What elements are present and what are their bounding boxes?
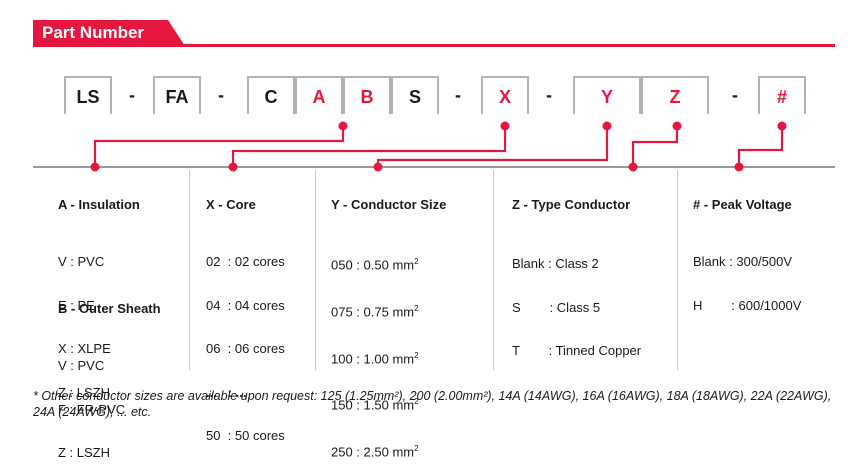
- wire-hash-bottom-dot: [734, 162, 744, 172]
- core-list: 02 : 02 cores 04 : 04 cores 06 : 06 core…: [206, 226, 285, 458]
- code-box-ls: LS: [64, 76, 112, 114]
- conductor-size-heading: Y - Conductor Size: [331, 197, 447, 212]
- list-item: 04 : 04 cores: [206, 297, 285, 313]
- list-item-text: 150 : 1.50 mm: [331, 397, 415, 413]
- list-item: 075 : 0.75 mm2: [331, 302, 419, 320]
- list-item-text: 075 : 0.75 mm: [331, 304, 415, 320]
- insulation-list: V : PVC E : PE X : XLPE Z : LSZH: [58, 226, 111, 415]
- code-dash: -: [546, 85, 552, 105]
- list-item-text: 250 : 2.50 mm: [331, 444, 415, 460]
- type-conductor-heading: Z - Type Conductor: [512, 197, 631, 212]
- peak-voltage-heading: # - Peak Voltage: [693, 197, 792, 212]
- code-box-hash: #: [758, 76, 806, 114]
- list-item: E : PE: [58, 297, 95, 313]
- unit-superscript: 2: [414, 303, 419, 313]
- list-item: F : FR-PVC: [58, 401, 126, 417]
- wire-x-top-dot: [500, 121, 510, 131]
- column-divider: [677, 170, 678, 370]
- column-divider: [189, 170, 190, 370]
- wire-a-bottom-dot: [90, 162, 100, 172]
- unit-superscript: 2: [414, 444, 419, 454]
- code-dash: -: [129, 85, 135, 105]
- code-box-z: Z: [641, 76, 709, 114]
- part-number-tab: Part Number: [33, 20, 185, 46]
- code-box-b: B: [343, 76, 391, 114]
- footnote: * Other conductor sizes are available up…: [33, 389, 832, 419]
- list-item: V : PVC: [58, 358, 105, 373]
- baseline-rule: [33, 166, 835, 168]
- unit-superscript: 2: [414, 257, 419, 266]
- wire-y: [376, 126, 609, 166]
- wire-z: [631, 126, 679, 166]
- wire-hash: [737, 126, 784, 166]
- list-item: Blank : 300/500V: [693, 254, 793, 269]
- insulation-heading: A - Insulation: [58, 197, 140, 212]
- code-box-fa: FA: [153, 76, 201, 114]
- type-conductor-list: Blank : Class 2 S : Class 5 T : Tinned C…: [512, 228, 641, 373]
- list-item: 250 : 2.50 mm2: [331, 442, 419, 460]
- wire-y-top-dot: [602, 121, 612, 131]
- header-rule: [33, 44, 835, 47]
- list-item: 06 : 06 cores: [206, 341, 285, 356]
- outer-sheath-heading: B - Outer Sheath: [58, 301, 161, 316]
- unit-superscript: 2: [414, 397, 419, 407]
- code-box-s: S: [391, 76, 439, 114]
- list-item: Blank : Class 2: [512, 256, 599, 271]
- list-item: H : 600/1000V: [693, 297, 802, 313]
- wire-x-bottom-dot: [228, 162, 238, 172]
- wire-a-top-dot: [338, 121, 348, 131]
- wire-z-top-dot: [672, 121, 682, 131]
- tab-shape: [33, 20, 185, 46]
- list-item-text: 050 : 0.50 mm: [331, 257, 415, 273]
- core-heading: X - Core: [206, 197, 256, 212]
- code-box-c: C: [247, 76, 295, 114]
- code-box-a: A: [295, 76, 343, 114]
- list-item: T : Tinned Copper: [512, 343, 642, 358]
- wire-x: [231, 126, 507, 166]
- code-dash: -: [218, 85, 224, 105]
- wire-y-bottom-dot: [373, 162, 383, 172]
- code-box-y: Y: [573, 76, 641, 114]
- list-item-text: 100 : 1.00 mm: [331, 350, 415, 366]
- code-dash: -: [455, 85, 461, 105]
- conductor-size-list: 050 : 0.50 mm2 075 : 0.75 mm2 100 : 1.00…: [331, 226, 419, 475]
- list-item: 100 : 1.00 mm2: [331, 349, 419, 367]
- wire-a: [93, 126, 345, 166]
- list-item: 50 : 50 cores: [206, 428, 285, 443]
- list-item: S : Class 5: [512, 299, 601, 315]
- wire-z-bottom-dot: [628, 162, 638, 172]
- list-item: Z : LSZH: [58, 445, 111, 460]
- code-box-x: X: [481, 76, 529, 114]
- list-item: 02 : 02 cores: [206, 254, 285, 269]
- list-item: V : PVC: [58, 254, 105, 269]
- list-item: ... : ...: [206, 384, 247, 400]
- wire-hash-top-dot: [777, 121, 787, 131]
- page-title: Part Number: [42, 23, 145, 42]
- column-divider: [315, 170, 316, 370]
- unit-superscript: 2: [414, 350, 419, 360]
- code-dash: -: [732, 85, 738, 105]
- column-divider: [493, 170, 494, 370]
- list-item: X : XLPE: [58, 341, 111, 356]
- list-item: Z : LSZH: [58, 384, 111, 400]
- list-item: 150 : 1.50 mm2: [331, 395, 419, 413]
- connector-wires: [90, 121, 787, 172]
- list-item: 050 : 0.50 mm2: [331, 255, 419, 273]
- peak-voltage-list: Blank : 300/500V H : 600/1000V: [693, 226, 801, 328]
